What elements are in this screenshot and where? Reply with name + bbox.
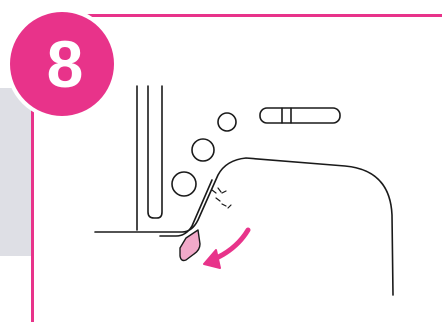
machine-head-outline (94, 157, 394, 296)
needle-bar-guide (147, 85, 163, 219)
speed-slider-icon (259, 107, 341, 124)
frame-top-border (60, 14, 442, 17)
side-tab (0, 88, 32, 256)
frame-left-border (31, 60, 34, 322)
machine-head-inner-edge (159, 179, 213, 237)
presser-foot-lever-icon (179, 229, 201, 262)
step-number: 8 (46, 27, 84, 101)
stitch-marks-icon (211, 187, 232, 209)
button-upper-icon (217, 112, 237, 132)
step-badge: 8 (10, 12, 114, 116)
button-lower-icon (171, 171, 197, 197)
button-middle-icon (191, 138, 215, 162)
speed-slider-knob (281, 107, 292, 124)
arrow-head-icon (203, 249, 221, 269)
